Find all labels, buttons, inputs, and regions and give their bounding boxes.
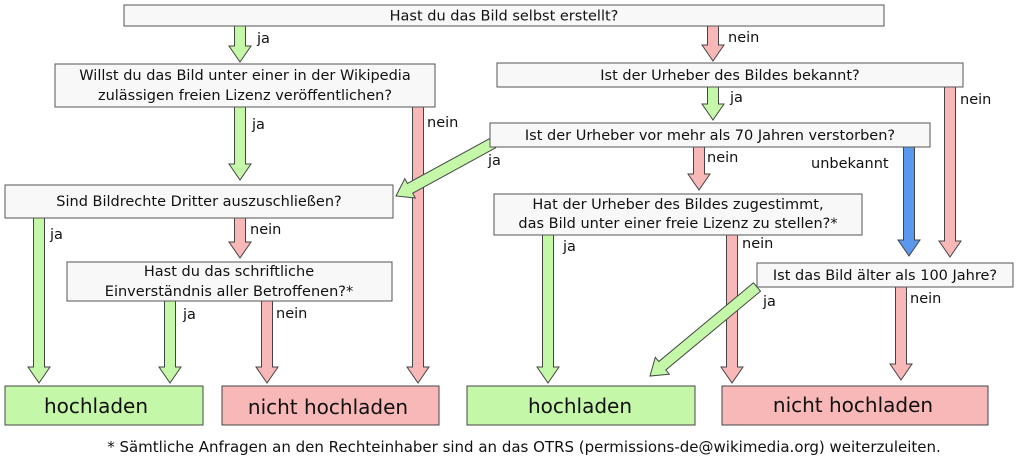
result-box-do-not-upload-1: nicht hochladen: [221, 385, 440, 426]
arrow-no-created-to-author-known: [701, 25, 725, 62]
question-box-author-died-70-years: Ist der Urheber vor mehr als 70 Jahren v…: [489, 122, 931, 148]
question-text-line1: Willst du das Bild unter einer in der Wi…: [79, 68, 410, 84]
arrow-yes-consent-to-upload: [536, 234, 560, 384]
question-box-created-yourself: Hast du das Bild selbst erstellt?: [123, 4, 885, 27]
edge-label-no: nein: [910, 291, 941, 307]
footnote: * Sämtliche Anfragen an den Rechteinhabe…: [107, 438, 941, 456]
edge-label-no: nein: [707, 150, 738, 166]
question-box-author-consent: Hat der Urheber des Bildes zugestimmt, d…: [493, 193, 863, 236]
arrow-no-written-consent-to-do-not-upload: [255, 300, 279, 384]
arrows-layer: [27, 25, 962, 384]
result-text: hochladen: [44, 394, 148, 418]
edge-label-no: nein: [427, 115, 458, 131]
question-text-line1: Hast du das schriftliche: [144, 264, 314, 280]
question-text-line2: zulässigen freien Lizenz veröffentlichen…: [98, 88, 392, 104]
question-text-line1: Hat der Urheber des Bildes zugestimmt,: [532, 197, 823, 213]
question-text: Ist der Urheber des Bildes bekannt?: [600, 68, 859, 84]
question-text-line2: das Bild unter einer freie Lizenz zu ste…: [518, 216, 837, 232]
edge-label-no: nein: [742, 236, 773, 252]
arrow-yes-died-70-to-third-party: [395, 137, 497, 199]
arrow-no-died-70-to-consent: [687, 146, 711, 191]
question-text: Hast du das Bild selbst erstellt?: [390, 9, 619, 25]
arrow-yes-older-100-to-upload: [649, 282, 762, 377]
question-box-written-consent: Hast du das schriftliche Einverständnis …: [66, 261, 393, 302]
result-text: hochladen: [528, 394, 632, 418]
question-box-free-license: Willst du das Bild unter einer in der Wi…: [54, 63, 436, 108]
question-box-author-known: Ist der Urheber des Bildes bekannt?: [496, 62, 964, 88]
arrow-yes-written-consent-to-upload: [158, 300, 182, 384]
edge-label-yes: ja: [487, 153, 501, 169]
edge-label-yes: ja: [251, 117, 265, 133]
edge-label-no: nein: [728, 30, 759, 46]
arrow-yes-third-party-to-upload: [27, 217, 51, 384]
result-text: nicht hochladen: [773, 393, 933, 417]
question-text: Sind Bildrechte Dritter auszuschließen?: [56, 194, 341, 210]
edge-label-no: nein: [960, 92, 991, 108]
edge-label-no: nein: [250, 222, 281, 238]
arrow-yes-free-license-to-third-party: [228, 106, 252, 181]
question-text: Ist der Urheber vor mehr als 70 Jahren v…: [525, 128, 895, 144]
question-text: Ist das Bild älter als 100 Jahre?: [773, 268, 997, 284]
arrow-unknown-died-70-to-older-100: [897, 146, 921, 257]
result-box-do-not-upload-2: nicht hochladen: [721, 385, 989, 426]
edge-label-yes: ja: [762, 294, 776, 310]
result-text: nicht hochladen: [248, 395, 408, 419]
result-box-upload-2: hochladen: [466, 385, 696, 426]
arrow-no-older-100-to-do-not-upload: [889, 286, 913, 381]
question-box-older-than-100-years: Ist das Bild älter als 100 Jahre?: [756, 262, 1014, 288]
arrow-yes-author-known-to-died-70: [701, 86, 725, 121]
edge-label-yes: ja: [49, 227, 63, 243]
edge-label-yes: ja: [182, 307, 196, 323]
edge-label-no: nein: [276, 306, 307, 322]
question-text-line2: Einverständnis aller Betroffenen?*: [105, 284, 353, 300]
arrow-no-free-license-to-do-not-upload: [406, 106, 430, 384]
arrow-no-third-party-to-written-consent: [228, 217, 252, 259]
edge-label-yes: ja: [256, 31, 270, 47]
question-box-third-party-rights: Sind Bildrechte Dritter auszuschließen?: [4, 184, 394, 219]
arrow-no-author-known-to-older-100: [938, 86, 962, 258]
result-box-upload-1: hochladen: [4, 385, 204, 426]
edge-label-yes: ja: [729, 90, 743, 106]
arrow-yes-created-to-free-license: [228, 25, 252, 63]
edge-label-yes: ja: [562, 239, 576, 255]
edge-label-unknown: unbekannt: [811, 156, 889, 172]
